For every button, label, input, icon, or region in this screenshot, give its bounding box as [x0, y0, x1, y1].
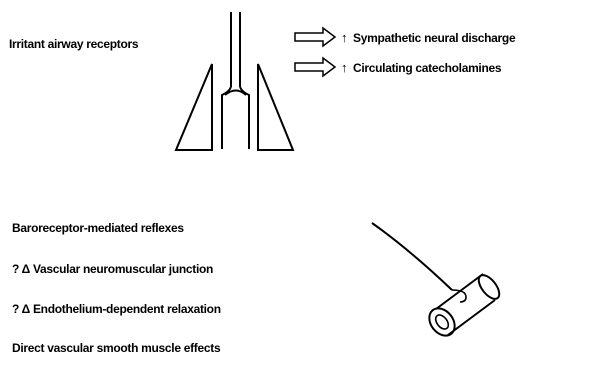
- vessel-far-end: [475, 272, 503, 303]
- blood-vessel-nerve-icon: [372, 223, 503, 341]
- effect-label-sympathetic: Sympathetic neural discharge: [353, 32, 515, 44]
- list-item-endothelium: ? Δ Endothelium-dependent relaxation: [12, 303, 221, 315]
- up-arrow-icon: ↑: [341, 31, 347, 44]
- airway-lungs-icon: [176, 12, 293, 150]
- list-item-baroreceptor: Baroreceptor-mediated reflexes: [12, 222, 184, 234]
- up-arrow-icon: ↑: [341, 61, 347, 74]
- nerve-fiber: [372, 223, 452, 290]
- arrow-to-sympathetic: [295, 28, 335, 46]
- left-lung: [176, 64, 212, 150]
- effect-label-catecholamines: Circulating catecholamines: [353, 62, 501, 74]
- hollow-right-arrow-icon: [295, 28, 335, 76]
- right-bronchus: [240, 87, 249, 149]
- list-item-smooth-muscle: Direct vascular smooth muscle effects: [12, 342, 220, 354]
- receptor-label: Irritant airway receptors: [9, 38, 138, 50]
- right-lung: [258, 64, 293, 150]
- vessel-near-end-outer: [424, 303, 460, 340]
- vessel-lumen: [433, 313, 451, 332]
- arrow-to-catecholamines: [295, 58, 335, 76]
- list-item-neuromuscular-junction: ? Δ Vascular neuromuscular junction: [12, 263, 213, 275]
- left-bronchus: [222, 87, 231, 149]
